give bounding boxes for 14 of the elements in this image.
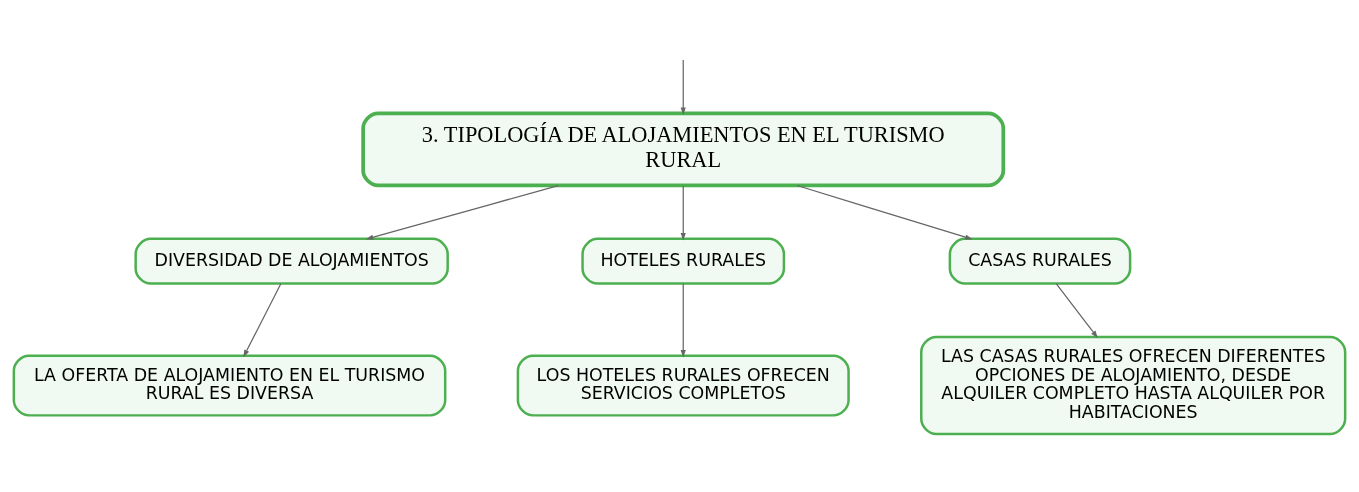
arrow xyxy=(243,282,282,357)
arrow xyxy=(365,184,559,240)
node-box: LAS CASAS RURALES OFRECEN DIFERENTES OPCIONES DE ALOJAMIENTO, DESDE ALQUILER COMPLETO HASTA ALQUILER POR HABITACIONES xyxy=(920,335,1347,435)
node-box: 3. TIPOLOGÍA DE ALOJAMIENTOS EN EL TURISMO RURAL xyxy=(361,110,1006,187)
arrow xyxy=(680,58,686,115)
node-box: HOTELES RURALES xyxy=(581,237,786,285)
node-box: LA OFERTA DE ALOJAMIENTO EN EL TURISMO RURAL ES DIVERSA xyxy=(12,353,447,417)
node-box: LOS HOTELES RURALES OFRECEN SERVICIOS COMPLETOS xyxy=(516,353,850,417)
arrow xyxy=(1055,282,1098,338)
arrow xyxy=(680,282,686,357)
node-box: CASAS RURALES xyxy=(948,237,1132,285)
arrow xyxy=(680,184,686,240)
node-box: DIVERSIDAD DE ALOJAMIENTOS xyxy=(134,237,449,285)
arrow xyxy=(796,184,973,240)
